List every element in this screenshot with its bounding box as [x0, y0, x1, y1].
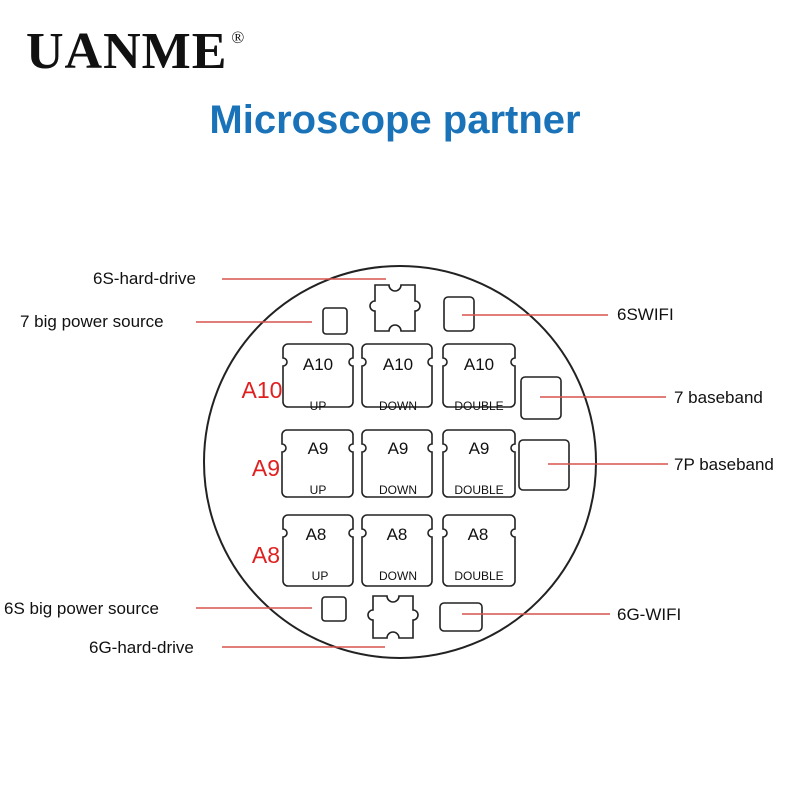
callout-lines	[196, 278, 668, 648]
chip-name: A10	[303, 355, 333, 374]
callout-power-6s-big: 6S big power source	[4, 599, 159, 618]
chip-socket: A8 DOWN	[361, 514, 433, 587]
wifi-6g-pad	[439, 602, 483, 632]
chip-name: A10	[383, 355, 413, 374]
baseband-7-pad	[520, 376, 562, 420]
chip-variant: UP	[310, 399, 327, 413]
chip-variant: DOWN	[379, 399, 417, 413]
chip-variant: DOUBLE	[454, 483, 503, 497]
chip-variant: DOWN	[379, 483, 417, 497]
callout-baseband-7: 7 baseband	[674, 388, 763, 407]
chip-name: A9	[388, 439, 409, 458]
chip-socket: A10 DOWN	[361, 343, 433, 413]
stencil-plate-outline	[203, 265, 597, 659]
chip-socket: A9 UP	[281, 429, 354, 498]
chip-name: A9	[308, 439, 329, 458]
power-6s-pad	[321, 596, 347, 622]
chip-name: A10	[464, 355, 494, 374]
callout-hard-drive-6g: 6G-hard-drive	[89, 638, 194, 657]
callout-wifi-6g: 6G-WIFI	[617, 605, 681, 624]
chip-socket: A8 UP	[282, 514, 354, 587]
chip-socket: A9 DOWN	[361, 429, 433, 498]
chip-name: A9	[469, 439, 490, 458]
chip-name: A8	[306, 525, 327, 544]
row-label-a10: A10	[242, 377, 283, 403]
chip-name: A8	[387, 525, 408, 544]
brand-name: UANME	[26, 23, 228, 80]
chip-grid: A10 UP A10 DOWN A10 DOUBLE A9 UP A9	[281, 343, 516, 587]
hard-drive-6g-pad	[367, 595, 419, 639]
hard-drive-6s-pad	[369, 284, 421, 332]
power-7-pad	[322, 307, 348, 335]
page-title: Microscope partner	[209, 98, 581, 142]
chip-socket: A9 DOUBLE	[442, 429, 516, 498]
chip-variant: DOUBLE	[454, 569, 503, 583]
callout-hard-drive-6s: 6S-hard-drive	[93, 269, 196, 288]
chip-variant: UP	[312, 569, 329, 583]
brand-logo: UANME®	[26, 22, 245, 81]
chip-socket: A8 DOUBLE	[442, 514, 516, 587]
chip-variant: DOWN	[379, 569, 417, 583]
chip-variant: DOUBLE	[454, 399, 503, 413]
row-label-a8: A8	[252, 542, 280, 568]
baseband-7p-pad	[518, 439, 570, 491]
row-label-a9: A9	[252, 455, 280, 481]
callout-baseband-7p: 7P baseband	[674, 455, 774, 474]
registered-mark: ®	[231, 28, 246, 47]
callout-wifi-6s: 6SWIFI	[617, 305, 674, 324]
chip-name: A8	[468, 525, 489, 544]
chip-socket: A10 UP	[282, 343, 354, 413]
chip-variant: UP	[310, 483, 327, 497]
chip-socket: A10 DOUBLE	[442, 343, 516, 413]
wifi-6s-pad	[443, 296, 475, 332]
callout-power-7-big: 7 big power source	[20, 312, 164, 331]
